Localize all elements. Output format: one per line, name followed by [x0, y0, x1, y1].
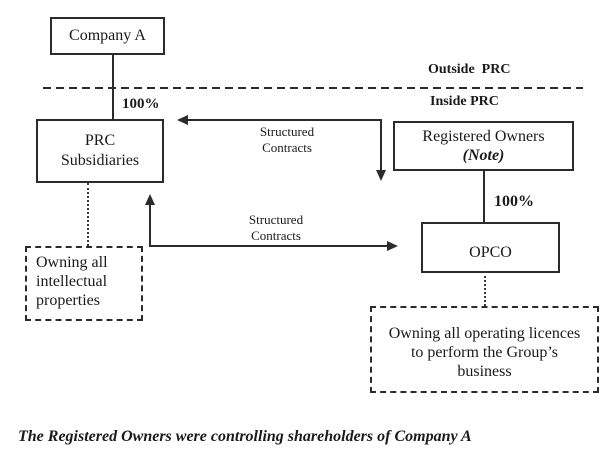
annotation-ip-line3: properties — [36, 292, 100, 309]
annotation-licences-line3: business — [457, 363, 512, 380]
node-opco: OPCO — [421, 222, 560, 273]
edge-registered-owners-to-opco — [483, 171, 485, 222]
node-registered-owners-label: Registered Owners — [422, 128, 545, 145]
node-prc-subsidiaries: PRC Subsidiaries — [36, 119, 164, 183]
edge-structured-contracts-bottom-vertical — [149, 204, 151, 247]
node-prc-subsidiaries-line2: Subsidiaries — [60, 152, 140, 169]
edge-label-structured-contracts-top-line1: Structured — [259, 124, 315, 139]
node-registered-owners: Registered Owners (Note) — [393, 121, 574, 171]
annotation-box-operating-licences: Owning all operating licences to perform… — [370, 306, 599, 393]
node-registered-owners-note: (Note) — [462, 147, 505, 164]
annotation-ip-line2: intellectual — [36, 273, 108, 290]
annotation-licences-line2: to perform the Group’s — [410, 344, 559, 361]
node-company-a: Company A — [50, 17, 165, 55]
ownership-label-registered-owners-opco: 100% — [494, 193, 534, 210]
edge-label-structured-contracts-top: Structured Contracts — [245, 124, 329, 156]
annotation-licences-line1: Owning all operating licences — [388, 325, 581, 342]
arrowhead-up-icon — [145, 194, 155, 205]
node-prc-subsidiaries-line1: PRC — [84, 132, 116, 149]
edge-label-structured-contracts-bottom-line2: Contracts — [251, 228, 301, 243]
region-label-inside-prc: Inside PRC — [430, 94, 499, 109]
prc-border-dashed-line — [43, 87, 583, 89]
edge-structured-contracts-top-vertical — [380, 119, 382, 170]
node-opco-label: OPCO — [469, 244, 512, 261]
edge-label-structured-contracts-bottom-line1: Structured — [248, 212, 304, 227]
edge-prc-subsidiaries-to-ip-dotted — [87, 183, 89, 246]
arrowhead-left-icon — [177, 115, 188, 125]
edge-structured-contracts-bottom-horizontal — [149, 245, 387, 247]
ownership-label-company-a-prc: 100% — [122, 96, 160, 112]
edge-label-structured-contracts-top-line2: Contracts — [262, 140, 312, 155]
footnote-text: The Registered Owners were controlling s… — [18, 428, 472, 445]
edge-structured-contracts-top-horizontal — [187, 119, 382, 121]
arrowhead-down-icon — [376, 170, 386, 181]
edge-label-structured-contracts-bottom: Structured Contracts — [234, 212, 318, 244]
node-company-a-label: Company A — [69, 27, 146, 44]
arrowhead-right-icon — [387, 241, 398, 251]
annotation-box-intellectual-properties: Owning all intellectual properties — [25, 246, 143, 321]
annotation-ip-line1: Owning all — [36, 254, 108, 271]
region-label-outside-prc: Outside PRC — [428, 62, 511, 77]
edge-opco-to-licences-dotted — [484, 271, 486, 306]
